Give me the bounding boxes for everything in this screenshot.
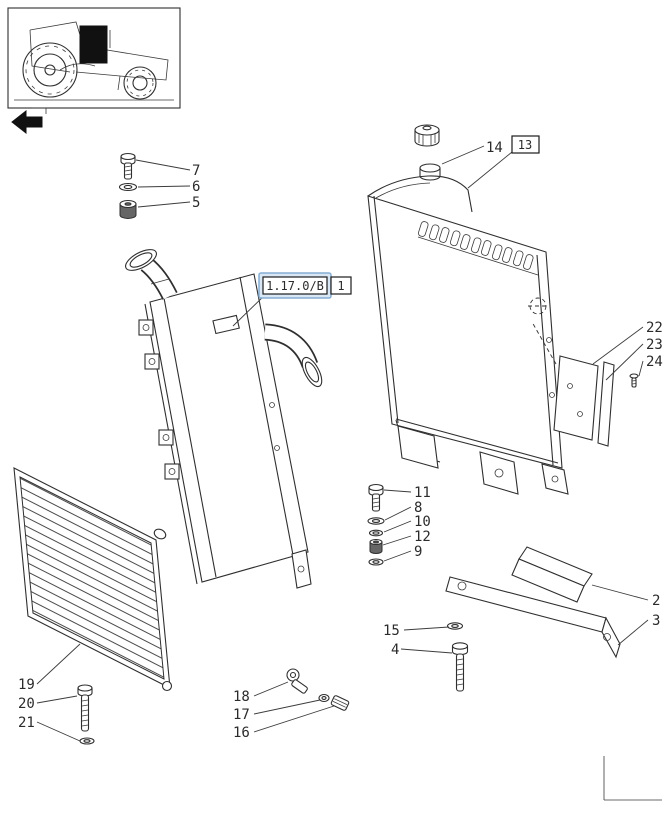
tractor-location-inset bbox=[7, 7, 181, 109]
callout-20: 20 bbox=[18, 696, 35, 712]
callout-3: 3 bbox=[652, 613, 660, 629]
part-bushing-12 bbox=[369, 538, 383, 554]
callout-16: 16 bbox=[233, 725, 250, 741]
part-bar-2 bbox=[511, 546, 593, 603]
part-plate-22 bbox=[553, 355, 599, 441]
callout-23: 23 bbox=[646, 337, 663, 353]
leader-lines bbox=[36, 145, 649, 742]
radiator-assembly bbox=[367, 163, 569, 495]
continuation-arrow-icon bbox=[11, 107, 47, 135]
callout-8: 8 bbox=[414, 500, 422, 516]
linked-sheet-number[interactable]: 13 bbox=[518, 138, 532, 152]
part-bushing-5 bbox=[119, 199, 137, 219]
linked-sheet-box[interactable]: 13 bbox=[511, 135, 540, 154]
callout-22: 22 bbox=[646, 320, 663, 336]
callout-5: 5 bbox=[192, 195, 200, 211]
part-bracket-3 bbox=[445, 576, 621, 659]
callout-9: 9 bbox=[414, 544, 422, 560]
callout-21: 21 bbox=[18, 715, 35, 731]
part-clip-17 bbox=[318, 693, 330, 703]
item-ref-box[interactable]: 1 bbox=[330, 276, 352, 295]
callout-11: 11 bbox=[414, 485, 431, 501]
part-washer-15 bbox=[446, 622, 464, 630]
part-strip-23 bbox=[597, 361, 615, 447]
radiator-filler-neck bbox=[419, 163, 441, 181]
part-fitting-18 bbox=[286, 668, 308, 694]
sheet-ref-box[interactable]: 1.17.0/B bbox=[258, 272, 332, 299]
part-plug-16 bbox=[330, 695, 350, 711]
item-ref-number[interactable]: 1 bbox=[337, 279, 344, 293]
callout-6: 6 bbox=[192, 179, 200, 195]
callout-17: 17 bbox=[233, 707, 250, 723]
part-screw-24 bbox=[629, 373, 639, 388]
callout-4: 4 bbox=[391, 642, 399, 658]
part-washer-9 bbox=[368, 558, 384, 566]
part-washer-8 bbox=[367, 517, 385, 525]
oil-cooler-19 bbox=[13, 467, 173, 692]
part-bolt-7 bbox=[120, 152, 136, 180]
part-radiator-cap-14 bbox=[414, 124, 440, 147]
callout-10: 10 bbox=[414, 514, 431, 530]
callout-19: 19 bbox=[18, 677, 35, 693]
callout-24: 24 bbox=[646, 354, 663, 370]
radiator-fin-row bbox=[417, 221, 539, 276]
callout-14: 14 bbox=[486, 140, 503, 156]
callout-7: 7 bbox=[192, 163, 200, 179]
part-washer-6 bbox=[118, 182, 138, 192]
sheet-ref-code[interactable]: 1.17.0/B bbox=[266, 279, 324, 293]
callout-15: 15 bbox=[383, 623, 400, 639]
part-bolt-20 bbox=[77, 684, 93, 732]
part-washer-10 bbox=[368, 529, 384, 537]
callout-18: 18 bbox=[233, 689, 250, 705]
part-washer-21 bbox=[79, 737, 95, 745]
callout-2: 2 bbox=[652, 593, 660, 609]
intercooler-assembly bbox=[125, 249, 323, 589]
part-bolt-11 bbox=[368, 483, 384, 512]
page-corner-marks bbox=[603, 756, 662, 801]
callout-12: 12 bbox=[414, 529, 431, 545]
highlighted-part-marker bbox=[79, 25, 108, 64]
part-bolt-4 bbox=[451, 642, 469, 692]
